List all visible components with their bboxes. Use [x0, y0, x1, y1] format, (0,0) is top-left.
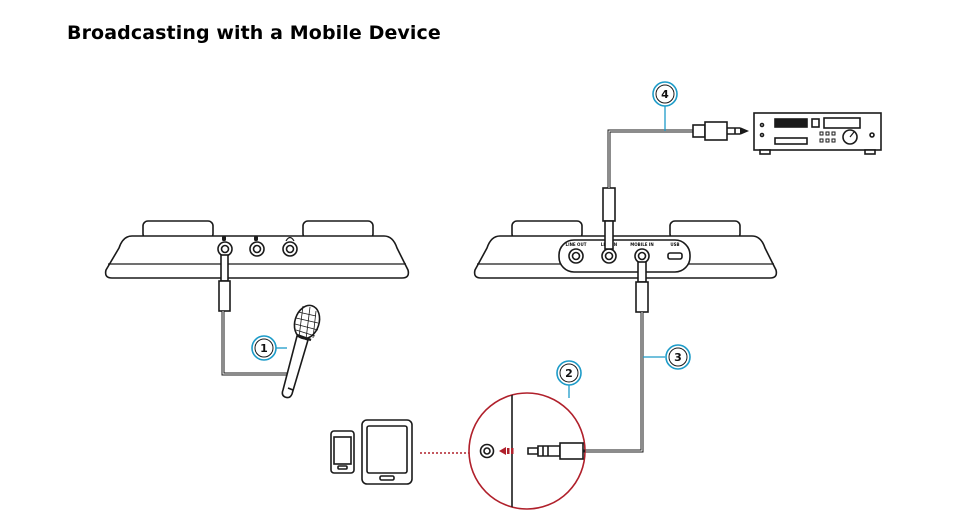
callout-leaders: [276, 106, 666, 398]
callout-number-2: 2: [565, 367, 573, 380]
microphone-icon: [281, 304, 321, 399]
port-label-line-out: LINE OUT: [566, 242, 587, 247]
callout-number-4: 4: [661, 88, 669, 101]
smartphone-icon: [330, 430, 355, 474]
callout-number-3: 3: [674, 351, 682, 364]
callout-1: 1: [251, 335, 277, 361]
left-mixer-jacks: [217, 241, 298, 257]
page-title: Broadcasting with a Mobile Device: [67, 22, 441, 44]
microphone-cable: [218, 254, 290, 376]
zoom-detail: [468, 392, 586, 510]
usb-port: [667, 252, 683, 260]
insert-arrow-icon: [499, 447, 514, 455]
receiver-icon: [753, 112, 882, 155]
callout-3: 3: [665, 344, 691, 370]
callout-number-1: 1: [260, 342, 268, 355]
left-mixer: [104, 220, 410, 279]
callout-4: 4: [652, 81, 678, 107]
callout-2: 2: [556, 360, 582, 386]
left-mixer-body: [104, 235, 410, 279]
port-label-mobile-in: MOBILE IN: [630, 242, 653, 247]
mobile-in-cable: [583, 261, 649, 453]
tablet-icon: [361, 419, 413, 485]
right-mixer-ports: [568, 248, 683, 264]
left-mixer-jack-icons: [222, 236, 295, 242]
port-label-usb: USB: [670, 242, 679, 247]
port-panel: [558, 239, 691, 273]
right-mixer: [473, 220, 778, 279]
